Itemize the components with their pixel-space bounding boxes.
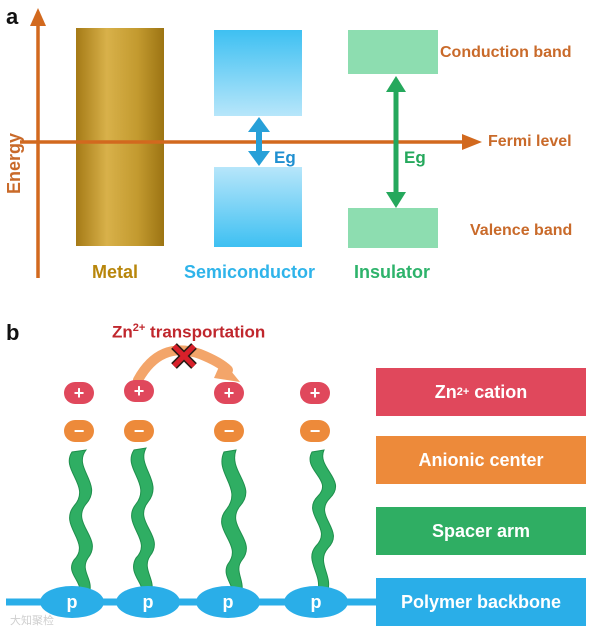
backbone-node-3: p	[196, 586, 260, 618]
zn-cation-1: +	[64, 382, 94, 404]
zn-cation-2: +	[124, 380, 154, 402]
spacer-arm-3	[221, 449, 247, 591]
legend-cation-rest: cation	[469, 381, 528, 402]
semiconductor-label: Semiconductor	[184, 262, 316, 282]
semiconductor-eg-label: Eg	[274, 148, 296, 167]
anionic-center-4: −	[300, 420, 330, 442]
anionic-center-1: −	[64, 420, 94, 442]
spacer-arm-1	[68, 449, 93, 591]
energy-axis-label: Energy	[4, 132, 24, 194]
panel-b-letter: b	[6, 320, 20, 345]
legend-cation-main: Zn	[434, 381, 457, 402]
insulator-valence-band	[348, 208, 438, 248]
valence-band-label: Valence band	[470, 222, 573, 239]
anionic-center-3: −	[214, 420, 244, 442]
insulator-label: Insulator	[354, 262, 431, 282]
metal-label: Metal	[92, 262, 139, 282]
semiconductor-eg-arrow-down	[248, 151, 270, 166]
panel-a-letter: a	[6, 4, 19, 29]
legend-cation-sup: 2+	[456, 386, 470, 398]
block-x-icon	[171, 343, 197, 369]
zn-title-sup: 2+	[132, 322, 146, 334]
zn-title-rest: transportation	[145, 322, 266, 342]
zn-title-main: Zn	[112, 322, 133, 342]
zn-cation-3: +	[214, 382, 244, 404]
legend-anionic-label: Anionic center	[418, 449, 544, 470]
zn-transportation-title: Zn2+ transportation	[112, 322, 265, 343]
semiconductor-eg-arrow-up	[248, 117, 270, 132]
insulator-conduction-band	[348, 30, 438, 74]
spacer-arm-2	[130, 447, 155, 591]
metal-band	[76, 28, 164, 246]
watermark: 大知聚检	[10, 615, 54, 627]
fermi-level-label: Fermi level	[488, 133, 572, 150]
fermi-level-arrowhead	[462, 134, 482, 150]
insulator-eg-label: Eg	[404, 148, 426, 167]
semiconductor-conduction-band	[214, 30, 302, 116]
energy-axis-label-wrap: Energy	[0, 133, 30, 194]
anionic-center-2: −	[124, 420, 154, 442]
legend-spacer-arm: Spacer arm	[376, 507, 586, 555]
insulator-eg-arrow-up	[386, 76, 406, 92]
conduction-band-label: Conduction band	[440, 44, 572, 61]
insulator-eg-arrow-down	[386, 192, 406, 208]
backbone-node-1: p	[40, 586, 104, 618]
legend-backbone-label: Polymer backbone	[400, 591, 562, 612]
legend-spacer-label: Spacer arm	[431, 520, 531, 541]
hopping-arrowhead	[214, 360, 240, 382]
zn-cation-4: +	[300, 382, 330, 404]
energy-axis-arrowhead	[30, 8, 46, 26]
spacer-arm-4	[309, 449, 337, 591]
backbone-node-2: p	[116, 586, 180, 618]
legend-polymer-backbone: Polymer backbone	[376, 578, 586, 626]
semiconductor-valence-band	[214, 167, 302, 247]
band-diagram	[20, 8, 482, 278]
legend-anionic-center: Anionic center	[376, 436, 586, 484]
backbone-node-4: p	[284, 586, 348, 618]
